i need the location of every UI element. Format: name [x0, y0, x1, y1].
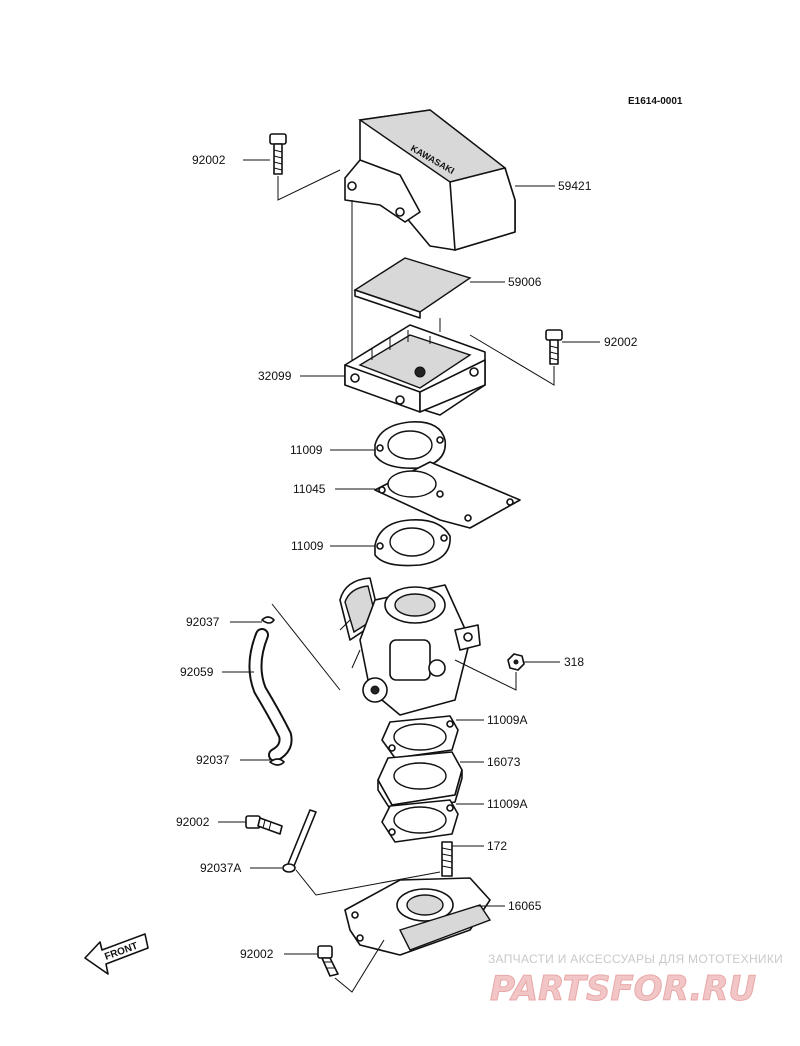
label-clip-top: 92037	[186, 615, 220, 629]
label-manifold: 16065	[508, 899, 542, 913]
label-bolt-right: 92002	[604, 335, 638, 349]
intake-manifold	[344, 877, 492, 956]
front-arrow-icon: FRONT	[84, 933, 149, 975]
cable-tie	[282, 809, 317, 873]
label-bolt-lower: 92002	[176, 815, 210, 829]
insulator-plate	[374, 461, 521, 529]
label-hose: 92059	[180, 665, 214, 679]
stud	[441, 841, 453, 877]
label-clip-bottom: 92037	[196, 753, 230, 767]
bolt-top	[269, 133, 287, 175]
gasket-a1	[381, 715, 459, 759]
label-tie: 92037A	[200, 861, 241, 875]
label-plate: 11045	[293, 482, 326, 496]
gasket-a2	[381, 799, 459, 843]
filter-element	[353, 257, 472, 319]
label-stud: 172	[487, 839, 507, 853]
gasket-1	[374, 421, 447, 470]
gasket-2	[374, 519, 451, 567]
label-gasket-2: 11009	[291, 539, 324, 553]
label-bolt-bottom: 92002	[240, 947, 274, 961]
label-gasket-a1: 11009A	[487, 713, 527, 727]
clip-top	[261, 616, 275, 624]
bolt-bottom	[317, 945, 339, 977]
carburetor	[339, 577, 481, 716]
nut	[507, 653, 525, 671]
label-bolt-top: 92002	[192, 153, 226, 167]
watermark-tagline: ЗАПЧАСТИ И АКСЕССУАРЫ ДЛЯ МОТОТЕХНИКИ	[488, 952, 783, 966]
label-nut: 318	[564, 655, 584, 669]
label-spacer: 16073	[487, 755, 521, 769]
air-cleaner-cover: KAWASAKI	[344, 109, 516, 251]
fuel-hose	[248, 628, 293, 762]
clip-bottom	[269, 758, 285, 766]
label-cover: 59421	[558, 179, 592, 193]
bolt-right	[545, 329, 563, 365]
label-base: 32099	[258, 369, 292, 383]
bolt-lower	[245, 815, 283, 835]
label-filter: 59006	[508, 275, 542, 289]
watermark-logo: PARTSFOR.RU	[490, 969, 756, 1009]
label-gasket-a2: 11009A	[487, 797, 527, 811]
label-gasket-1: 11009	[290, 443, 323, 457]
air-cleaner-base	[344, 324, 486, 416]
diagram-code: E1614-0001	[628, 96, 683, 107]
